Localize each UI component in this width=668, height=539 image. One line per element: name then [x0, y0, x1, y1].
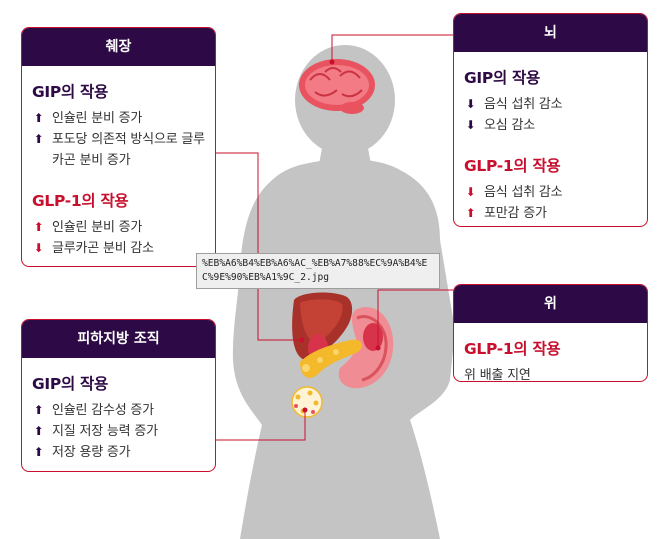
stomach-glp-title: GLP-1의 작용	[464, 340, 561, 358]
connector-brain	[331, 34, 453, 62]
connector-dots	[299, 59, 381, 413]
pancreas-gip-title: GIP의 작용	[32, 83, 108, 101]
down-arrow-icon: ⬇	[465, 97, 476, 111]
fat-panel: 피하지방 조직 GIP의 작용 ⬆ 인슐린 감수성 증가 ⬆ 지질 저장 능력 …	[21, 319, 216, 472]
fat-header: 피하지방 조직	[22, 320, 215, 358]
stomach-panel: 위 GLP-1의 작용 위 배출 지연	[453, 284, 648, 382]
up-arrow-icon: ⬆	[33, 220, 44, 234]
brain-gip-title: GIP의 작용	[464, 69, 540, 87]
brain-icon	[299, 59, 375, 114]
pancreas-glp-title: GLP-1의 작용	[32, 192, 129, 210]
fat-cells-icon	[291, 386, 323, 418]
fat-gip-title: GIP의 작용	[32, 375, 108, 393]
up-arrow-icon: ⬆	[33, 445, 44, 459]
connector-stomach	[377, 289, 453, 348]
list-item: ⬆ 인슐린 감수성 증가	[32, 400, 205, 421]
pancreas-panel: 췌장 GIP의 작용 ⬆ 인슐린 분비 증가 ⬆ 포도당 의존적 방식으로 글루…	[21, 27, 216, 267]
up-arrow-icon: ⬆	[33, 403, 44, 417]
brain-header: 뇌	[454, 14, 647, 52]
list-item: ⬇ 글루카곤 분비 감소	[32, 238, 205, 259]
down-arrow-icon: ⬇	[465, 185, 476, 199]
connector-pancreas	[215, 152, 302, 341]
list-item: ⬆ 포만감 증가	[464, 203, 637, 224]
connector-fat	[216, 410, 306, 441]
pancreas-icon	[300, 339, 363, 378]
body-silhouette	[232, 45, 455, 539]
list-item: ⬆ 저장 용량 증가	[32, 442, 205, 463]
list-item: ⬇ 오심 감소	[464, 115, 637, 136]
list-item: ⬇ 음식 섭취 감소	[464, 182, 637, 203]
list-item: ⬆ 포도당 의존적 방식으로 글루카곤 분비 증가	[32, 129, 206, 171]
list-item: ⬆ 지질 저장 능력 증가	[32, 421, 205, 442]
pancreas-header: 췌장	[22, 28, 215, 66]
up-arrow-icon: ⬆	[465, 206, 476, 220]
liver-icon	[292, 292, 353, 360]
list-item: ⬇ 음식 섭취 감소	[464, 94, 637, 115]
list-item: ⬆ 인슐린 분비 증가	[32, 108, 205, 129]
brain-glp-title: GLP-1의 작용	[464, 157, 561, 175]
list-item: 위 배출 지연	[464, 368, 531, 382]
filename-tooltip: %EB%A6%B4%EB%A6%AC_%EB%A7%88%EC%9A%B4%EC…	[196, 253, 440, 289]
connector-lines	[215, 34, 453, 441]
down-arrow-icon: ⬇	[465, 118, 476, 132]
list-item: ⬆ 인슐린 분비 증가	[32, 217, 205, 238]
brain-panel: 뇌 GIP의 작용 ⬇ 음식 섭취 감소 ⬇ 오심 감소 GLP-1의 작용 ⬇…	[453, 13, 648, 227]
stomach-header: 위	[454, 285, 647, 323]
up-arrow-icon: ⬆	[33, 424, 44, 438]
up-arrow-icon: ⬆	[33, 111, 44, 125]
down-arrow-icon: ⬇	[33, 241, 44, 255]
up-arrow-icon: ⬆	[33, 132, 44, 146]
